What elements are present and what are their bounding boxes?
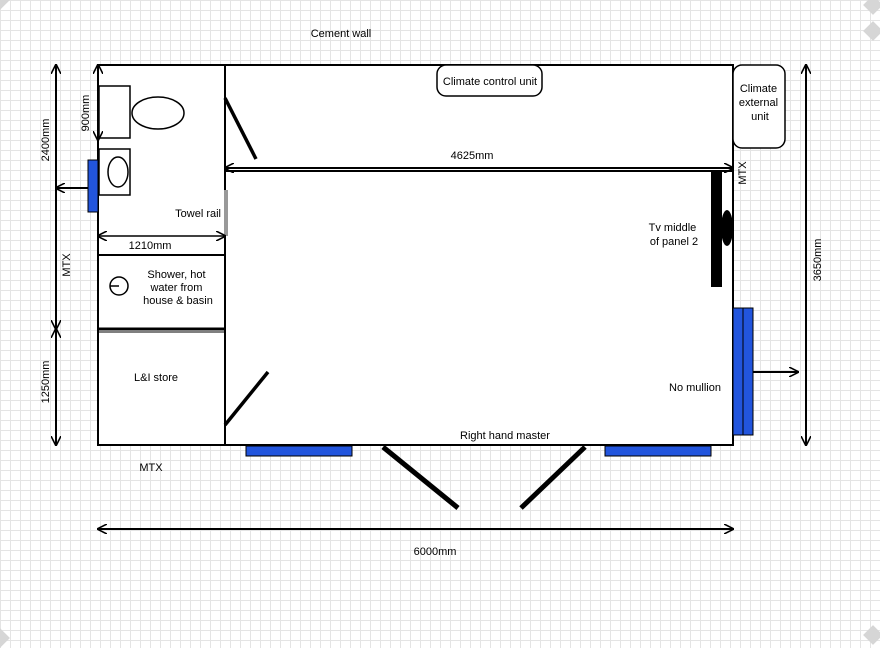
bottom-window-right — [604, 445, 712, 457]
dim-label-2400: 2400mm — [40, 119, 52, 162]
bathroom-window — [87, 159, 99, 213]
basin-bowl — [107, 156, 129, 188]
climate-control-unit-label: Climate control unit — [443, 76, 537, 88]
door-swing-main-left — [381, 445, 460, 510]
cement-wall-label: Cement wall — [311, 28, 372, 40]
shower-line-2: water from — [149, 282, 202, 294]
right-hand-master-label: Right hand master — [460, 430, 550, 442]
dim-label-6000: 6000mm — [414, 546, 457, 558]
climate-control-unit — [436, 64, 543, 97]
climate-external-line-1: Climate — [740, 83, 777, 95]
li-store-label: L&I store — [134, 372, 178, 384]
towel-rail-bar — [224, 190, 228, 236]
tv-mount — [721, 210, 733, 246]
tv-line-2: of panel 2 — [650, 236, 698, 248]
toilet-bowl — [131, 96, 185, 130]
mtx-label-bottom: MTX — [139, 462, 163, 474]
dim-label-1210: 1210mm — [129, 240, 172, 252]
tv-label: Tv middle of panel 2 — [649, 222, 700, 248]
dim-label-3650: 3650mm — [812, 239, 824, 282]
shower-line-3: house & basin — [143, 295, 213, 307]
climate-external-unit-label: Climate external unit — [739, 83, 781, 123]
tv-panel — [711, 172, 722, 287]
shower-label: Shower, hot water from house & basin — [143, 269, 213, 307]
shower-line-1: Shower, hot — [147, 269, 205, 281]
dim-label-1250: 1250mm — [40, 361, 52, 404]
climate-external-unit — [732, 64, 786, 149]
door-swing-main-right — [519, 445, 587, 510]
dim-label-4625: 4625mm — [451, 150, 494, 162]
climate-external-line-2: external — [739, 97, 778, 109]
tv-line-1: Tv middle — [649, 222, 697, 234]
towel-rail-label: Towel rail — [175, 208, 221, 220]
climate-external-line-3: unit — [751, 111, 769, 123]
mtx-label-left: MTX — [61, 253, 73, 277]
no-mullion-label: No mullion — [669, 382, 721, 394]
dim-label-900: 900mm — [80, 95, 92, 132]
mtx-label-right: MTX — [737, 161, 749, 185]
door-swing-bathroom — [223, 97, 258, 160]
bottom-window-left — [245, 445, 353, 457]
toilet-cistern — [98, 85, 131, 139]
door-swing-store — [223, 370, 270, 427]
